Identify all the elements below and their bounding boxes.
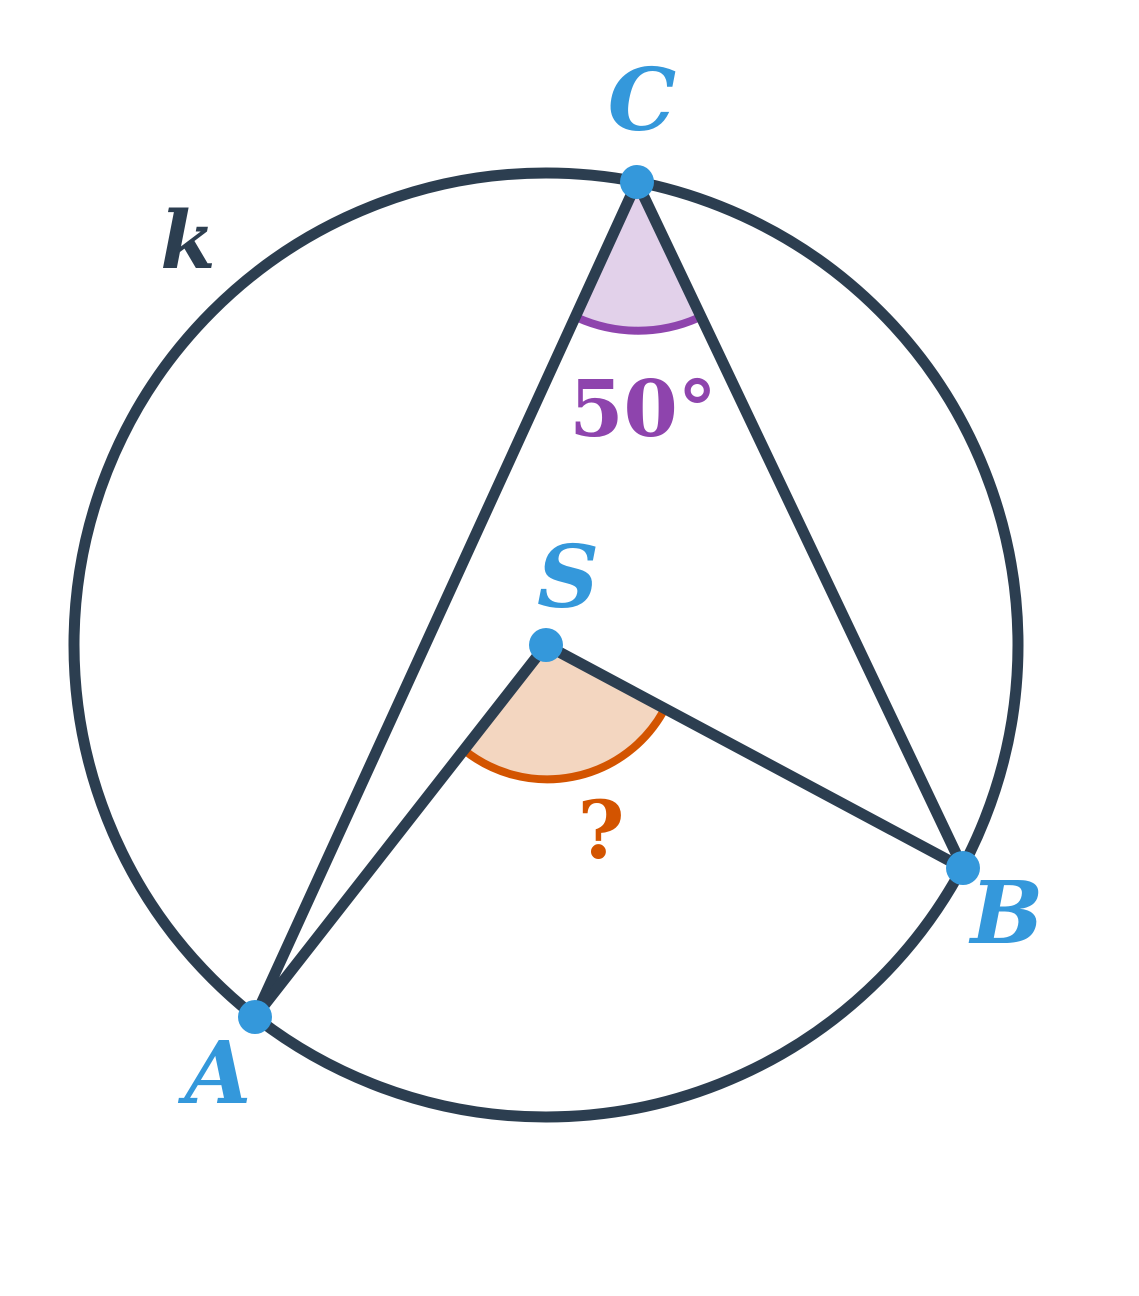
segment-sb [540,639,969,874]
circle-label-k: k [160,193,215,287]
point-label-s: S [537,527,599,628]
point-b [946,851,980,885]
point-label-a: A [178,1023,252,1124]
point-label-b: B [968,863,1044,964]
circle-k [68,167,1024,1123]
segment-ca [249,176,643,1023]
segment-cb [631,176,969,874]
inscribed-angle-sector [578,182,698,331]
point-a [238,1000,272,1034]
central-angle-label: ? [578,783,625,877]
point-label-c: C [608,50,676,151]
central-angle-sector [464,645,663,780]
point-s [529,628,563,662]
inscribed-angle-arc [576,314,700,335]
point-c [620,165,654,199]
inscribed-angle-label: 50° [569,364,717,455]
central-angle-arc [461,710,667,784]
segment-sa [249,639,552,1023]
